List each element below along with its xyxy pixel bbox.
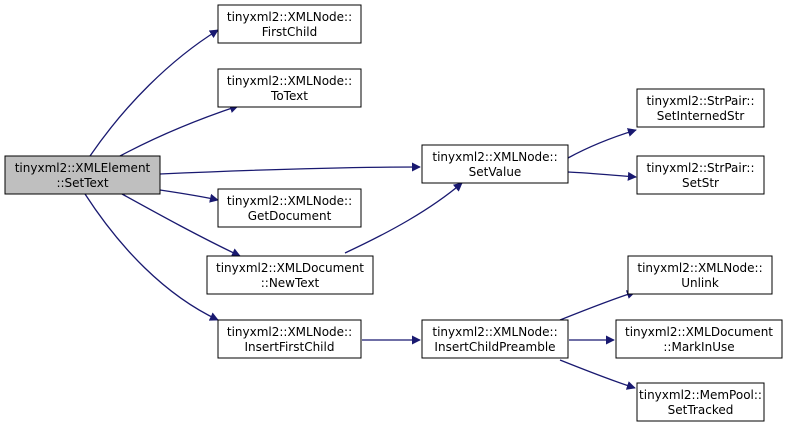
node-line2: ::NewText bbox=[261, 276, 320, 290]
edge-settext-totext bbox=[119, 104, 239, 157]
node-line1: tinyxml2::XMLNode:: bbox=[227, 194, 352, 208]
node-line1: tinyxml2::XMLNode:: bbox=[227, 325, 352, 339]
node-line1: tinyxml2::XMLNode:: bbox=[227, 74, 352, 88]
edge-settext-firstchild bbox=[89, 29, 219, 157]
node-line2: ::SetText bbox=[56, 176, 108, 190]
node-xmlnode-totext[interactable]: tinyxml2::XMLNode:: ToText bbox=[217, 68, 362, 108]
node-strpair-setinternedstr[interactable]: tinyxml2::StrPair:: SetInternedStr bbox=[636, 88, 765, 128]
nodes: tinyxml2::XMLElement ::SetText tinyxml2:… bbox=[4, 4, 783, 422]
node-line1: tinyxml2::XMLNode:: bbox=[637, 261, 762, 275]
node-xmlnode-unlink[interactable]: tinyxml2::XMLNode:: Unlink bbox=[627, 255, 773, 295]
node-line1: tinyxml2::StrPair:: bbox=[646, 161, 754, 175]
node-line2: ToText bbox=[270, 89, 308, 103]
node-line1: tinyxml2::XMLElement bbox=[15, 161, 151, 175]
node-xmlnode-insertchildpreamble[interactable]: tinyxml2::XMLNode:: InsertChildPreamble bbox=[421, 319, 569, 359]
edges bbox=[84, 29, 637, 390]
node-xmlelement-settext[interactable]: tinyxml2::XMLElement ::SetText bbox=[4, 155, 161, 195]
node-xmlnode-firstchild[interactable]: tinyxml2::XMLNode:: FirstChild bbox=[217, 4, 362, 44]
node-line2: SetTracked bbox=[668, 403, 734, 417]
edge-settext-newtext bbox=[121, 193, 241, 257]
node-mempool-settracked[interactable]: tinyxml2::MemPool:: SetTracked bbox=[636, 382, 765, 422]
node-line1: tinyxml2::XMLNode:: bbox=[432, 150, 557, 164]
edge-preamble-unlink bbox=[559, 290, 636, 321]
node-line1: tinyxml2::XMLDocument bbox=[625, 325, 773, 339]
edge-newtext-setvalue bbox=[344, 182, 463, 254]
edge-preamble-settracked bbox=[559, 359, 636, 390]
node-xmlnode-insertfirstchild[interactable]: tinyxml2::XMLNode:: InsertFirstChild bbox=[217, 319, 362, 359]
node-line2: SetStr bbox=[682, 176, 719, 190]
edge-setvalue-setstr bbox=[567, 171, 637, 181]
node-line1: tinyxml2::StrPair:: bbox=[646, 94, 754, 108]
node-line2: SetValue bbox=[469, 165, 522, 179]
edge-settext-setvalue bbox=[159, 162, 421, 175]
node-xmlnode-getdocument[interactable]: tinyxml2::XMLNode:: GetDocument bbox=[217, 188, 362, 228]
node-line2: Unlink bbox=[681, 276, 719, 290]
node-line1: tinyxml2::MemPool:: bbox=[639, 388, 762, 402]
edge-settext-insertfirst bbox=[84, 193, 219, 321]
node-xmlnode-setvalue[interactable]: tinyxml2::XMLNode:: SetValue bbox=[421, 144, 569, 184]
node-strpair-setstr[interactable]: tinyxml2::StrPair:: SetStr bbox=[636, 155, 765, 195]
node-line2: SetInternedStr bbox=[657, 109, 745, 123]
node-line2: GetDocument bbox=[248, 209, 332, 223]
node-line2: ::MarkInUse bbox=[663, 340, 734, 354]
node-line2: FirstChild bbox=[262, 25, 318, 39]
node-xmldocument-newtext[interactable]: tinyxml2::XMLDocument ::NewText bbox=[206, 255, 374, 295]
node-xmldocument-markinuse[interactable]: tinyxml2::XMLDocument ::MarkInUse bbox=[615, 319, 783, 359]
edge-setvalue-setinterned bbox=[567, 128, 637, 159]
node-line2: InsertChildPreamble bbox=[434, 340, 555, 354]
node-line2: InsertFirstChild bbox=[245, 340, 335, 354]
node-line1: tinyxml2::XMLDocument bbox=[216, 261, 364, 275]
edge-settext-getdocument bbox=[159, 189, 219, 203]
node-line1: tinyxml2::XMLNode:: bbox=[432, 325, 557, 339]
node-line1: tinyxml2::XMLNode:: bbox=[227, 10, 352, 24]
